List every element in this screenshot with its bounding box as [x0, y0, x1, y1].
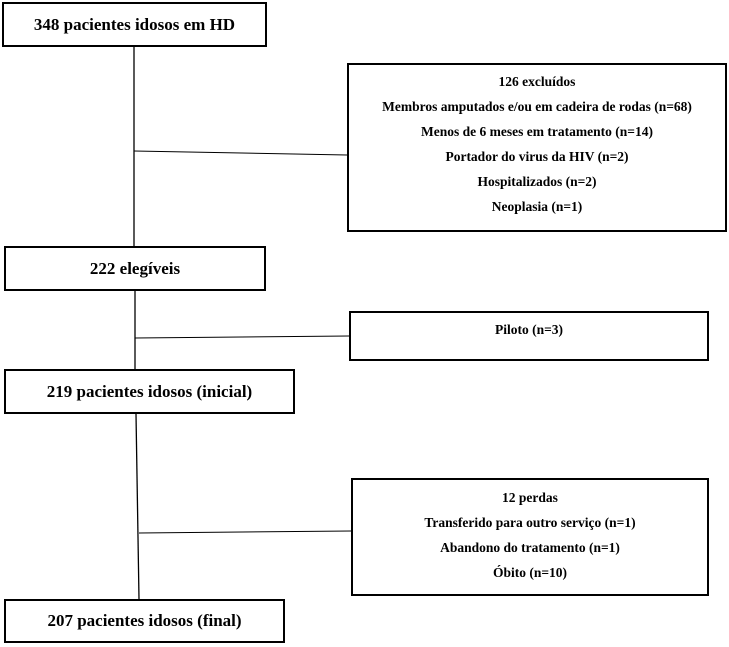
connector-excluded — [133, 150, 348, 156]
pilot-title: Piloto (n=3) — [494, 322, 564, 337]
step-label: 348 pacientes idosos em HD — [33, 14, 236, 34]
connector-losses — [138, 530, 352, 534]
excluded-item: Menos de 6 meses em tratamento (n=14) — [421, 124, 653, 139]
step-label: 222 elegíveis — [89, 258, 181, 278]
losses-item: Óbito (n=10) — [492, 565, 568, 580]
pilot-box: Piloto (n=3) — [349, 311, 709, 361]
excluded-item: Hospitalizados (n=2) — [477, 174, 597, 189]
step-label: 207 pacientes idosos (final) — [47, 611, 242, 630]
excluded-item: Membros amputados e/ou em cadeira de rod… — [382, 99, 692, 114]
step-label: 219 pacientes idosos (inicial) — [46, 381, 253, 401]
losses-title: 12 perdas — [502, 490, 558, 505]
excluded-item: Portador do virus da HIV (n=2) — [445, 149, 629, 164]
connector-pilot — [134, 335, 350, 339]
losses-item: Transferido para outro serviço (n=1) — [424, 515, 636, 530]
losses-item: Abandono do tratamento (n=1) — [440, 540, 620, 555]
step-box-eligible: 222 elegíveis — [4, 246, 266, 291]
step-box-total: 348 pacientes idosos em HD — [2, 2, 267, 47]
step-box-final: 207 pacientes idosos (final) — [4, 599, 285, 643]
excluded-title: 126 excluídos — [498, 74, 576, 89]
losses-box: 12 perdas Transferido para outro serviço… — [351, 478, 709, 596]
excluded-box: 126 excluídos Membros amputados e/ou em … — [347, 63, 727, 232]
step-box-initial: 219 pacientes idosos (inicial) — [4, 369, 295, 414]
connector-3-4 — [135, 413, 140, 600]
excluded-item: Neoplasia (n=1) — [491, 199, 583, 214]
